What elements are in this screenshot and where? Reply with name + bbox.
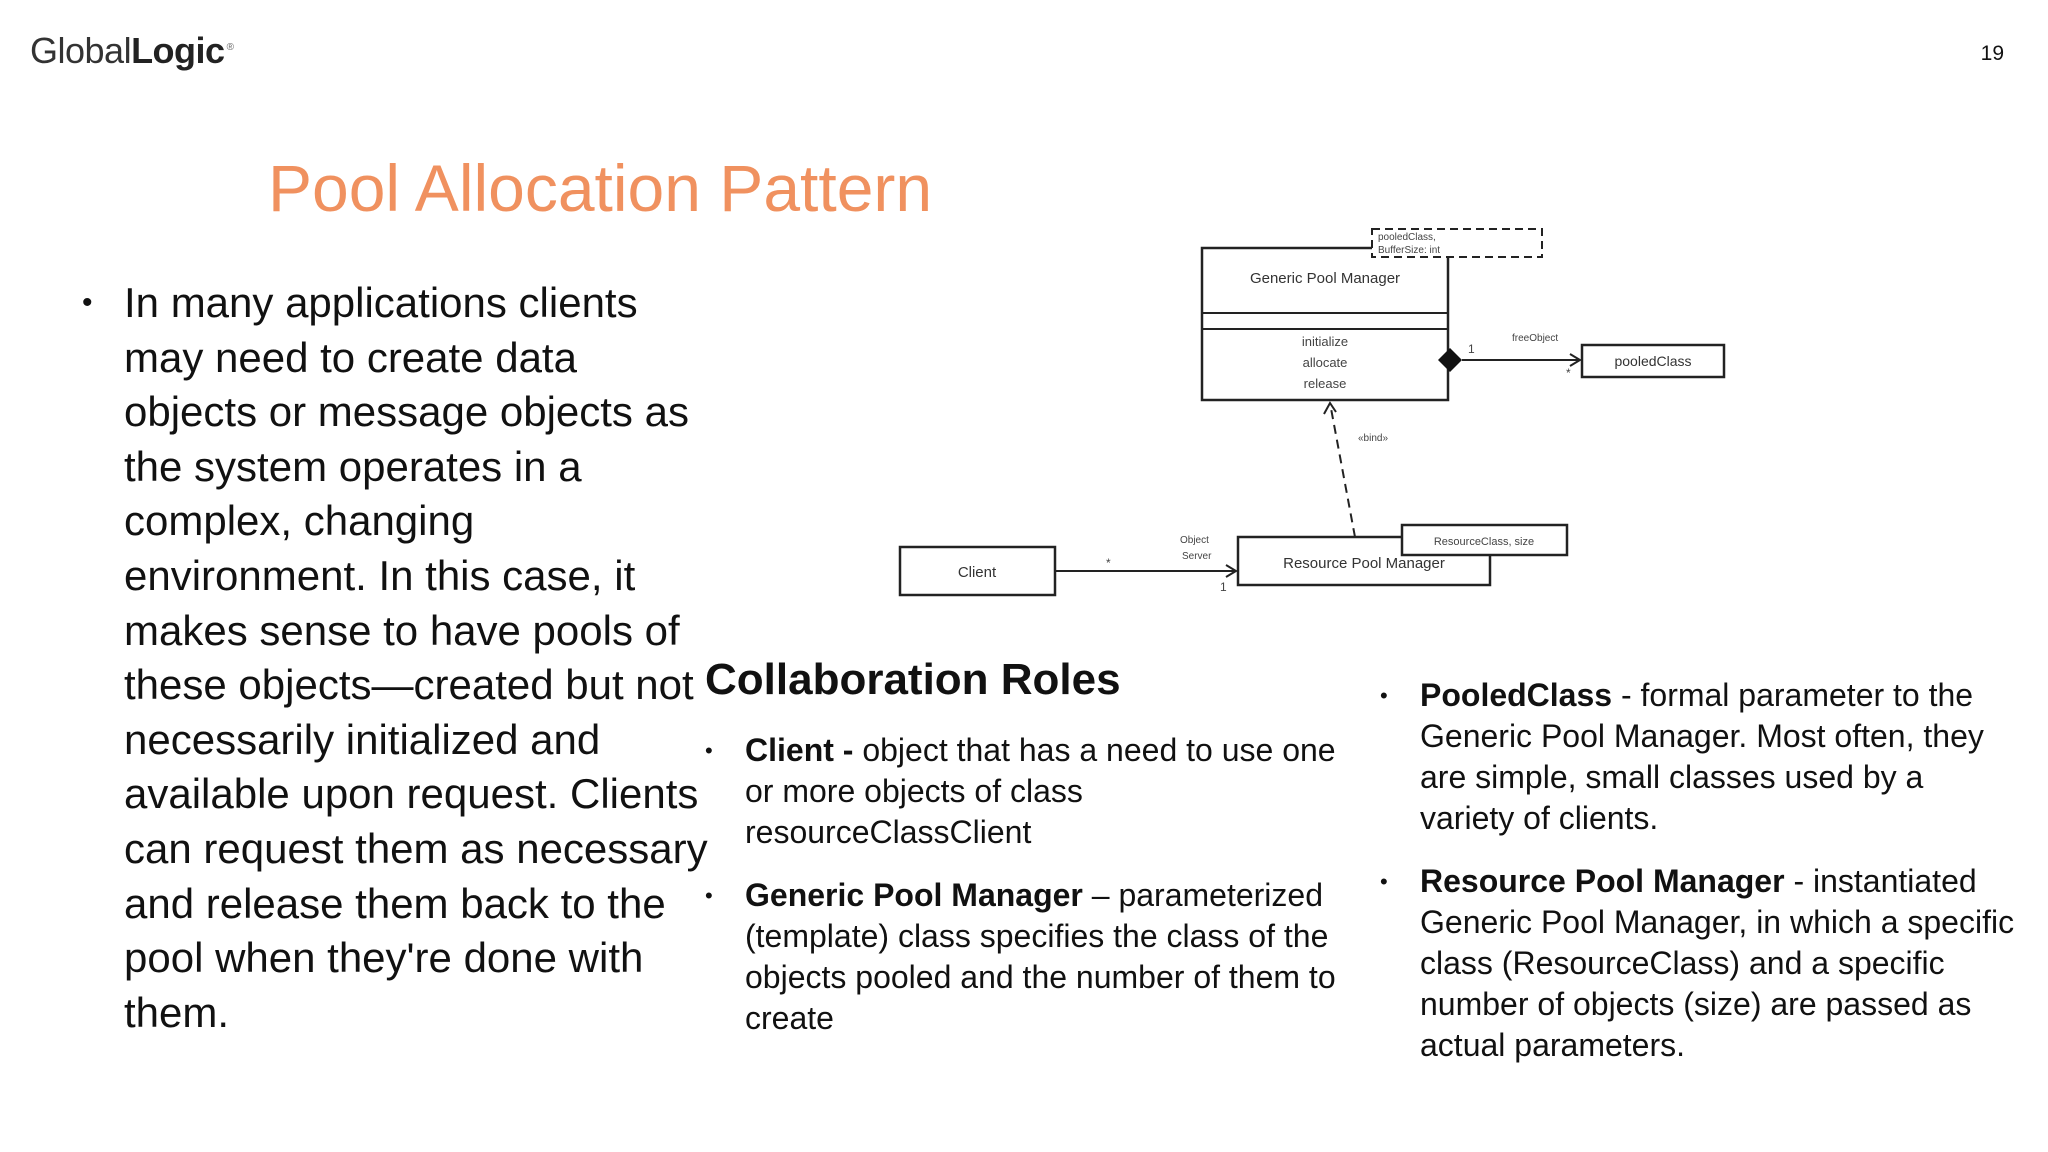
globallogic-logo: GlobalLogic® bbox=[30, 30, 234, 72]
pooled-class-label: pooledClass bbox=[1614, 353, 1691, 369]
resource-params-label: ResourceClass, size bbox=[1434, 536, 1534, 548]
role-pooled-class: • PooledClass - formal parameter to the … bbox=[1380, 675, 2020, 839]
bullet-dot: • bbox=[705, 738, 713, 763]
role-name: PooledClass bbox=[1420, 677, 1613, 713]
role-generic-pool-manager: • Generic Pool Manager – parameterized (… bbox=[705, 875, 1345, 1039]
intro-bullet: • In many applications clients may need … bbox=[82, 276, 712, 1040]
roles-column-middle: • Client - object that has a need to use… bbox=[705, 730, 1345, 1061]
client-association: * 1 Object Server bbox=[1055, 535, 1238, 594]
pool-allocation-uml-diagram: Generic Pool Manager initialize allocate… bbox=[898, 228, 1726, 597]
object-server-label-2: Server bbox=[1182, 551, 1212, 562]
op-initialize: initialize bbox=[1302, 334, 1348, 349]
multiplicity-many: * bbox=[1566, 366, 1571, 380]
role-resource-pool-manager: • Resource Pool Manager - instantiated G… bbox=[1380, 861, 2020, 1066]
bind-label: «bind» bbox=[1358, 433, 1388, 444]
pooled-class-box: pooledClass bbox=[1580, 343, 1726, 379]
template-parameter-box: pooledClass, BufferSize: int bbox=[1371, 228, 1543, 258]
generic-pool-manager-label: Generic Pool Manager bbox=[1250, 270, 1400, 287]
role-description: - instantiated Generic Pool Manager, in … bbox=[1420, 863, 2015, 1063]
role-description: object that has a need to use one or mor… bbox=[745, 732, 1336, 850]
free-object-label: freeObject bbox=[1512, 333, 1558, 344]
logo-bold-text: Logic bbox=[131, 30, 225, 71]
role-description: – parameterized (template) class specifi… bbox=[745, 877, 1336, 1036]
slide-title: Pool Allocation Pattern bbox=[268, 151, 933, 225]
bind-dependency: «bind» bbox=[1323, 401, 1388, 538]
bullet-dot: • bbox=[1380, 683, 1388, 708]
client-label: Client bbox=[958, 564, 997, 581]
bullet-dot: • bbox=[705, 883, 713, 908]
role-name: Client - bbox=[745, 732, 854, 768]
client-multiplicity-many: * bbox=[1106, 556, 1111, 570]
multiplicity-one: 1 bbox=[1468, 342, 1475, 356]
free-object-association: freeObject 1 * bbox=[1438, 333, 1582, 380]
bullet-dot: • bbox=[1380, 869, 1388, 894]
page-number: 19 bbox=[1980, 42, 2004, 65]
generic-pool-manager-class: Generic Pool Manager initialize allocate… bbox=[1200, 246, 1450, 402]
intro-bullet-text: In many applications clients may need to… bbox=[124, 279, 708, 1036]
client-class: Client bbox=[898, 545, 1057, 597]
bullet-dot: • bbox=[82, 286, 93, 319]
resource-pool-manager-label: Resource Pool Manager bbox=[1283, 555, 1445, 572]
op-allocate: allocate bbox=[1303, 355, 1348, 370]
roles-column-right: • PooledClass - formal parameter to the … bbox=[1380, 675, 2020, 1088]
template-param-1: pooledClass, bbox=[1378, 232, 1436, 243]
op-release: release bbox=[1304, 376, 1347, 391]
role-name: Generic Pool Manager bbox=[745, 877, 1083, 913]
role-client: • Client - object that has a need to use… bbox=[705, 730, 1345, 853]
role-description: - formal parameter to the Generic Pool M… bbox=[1420, 677, 1984, 836]
collaboration-roles-heading: Collaboration Roles bbox=[705, 655, 1121, 704]
object-server-label-1: Object bbox=[1180, 535, 1209, 546]
role-name: Resource Pool Manager bbox=[1420, 863, 1785, 899]
logo-regular-text: Global bbox=[30, 30, 132, 71]
resource-params-box: ResourceClass, size bbox=[1400, 523, 1569, 557]
registered-mark: ® bbox=[226, 42, 234, 53]
client-multiplicity-one: 1 bbox=[1220, 580, 1227, 594]
template-param-2: BufferSize: int bbox=[1378, 245, 1440, 256]
